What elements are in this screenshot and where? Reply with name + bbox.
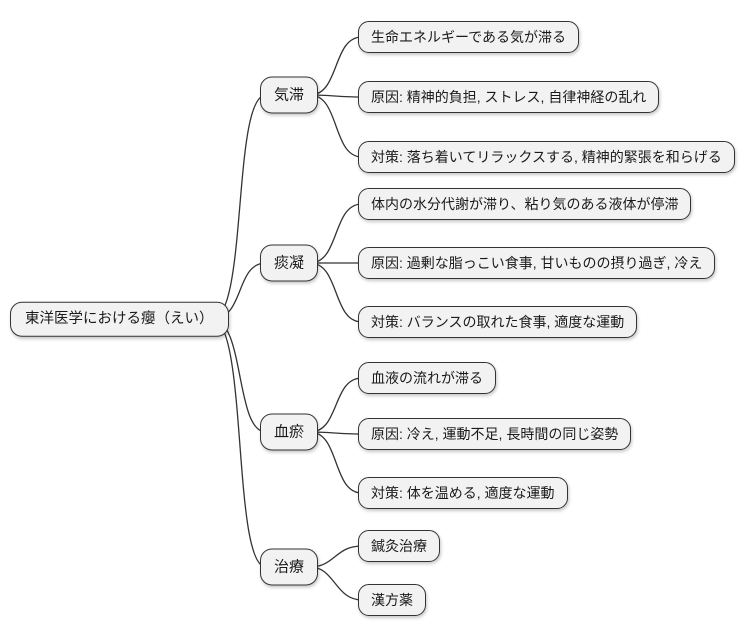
branch-node-chiryo: 治療: [260, 548, 319, 586]
leaf-node: 生命エネルギーである気が滞る: [358, 21, 580, 53]
root-node: 東洋医学における癭（えい）: [10, 301, 229, 337]
edge-tangyo-3: [309, 262, 363, 323]
leaf-node: 血液の流れが滞る: [358, 362, 496, 394]
leaf-node: 対策: バランスの取れた食事, 適度な運動: [358, 306, 638, 338]
edge-ketsuo-1: [309, 377, 363, 433]
edge-ketsuo-3: [309, 431, 363, 494]
leaf-node: 体内の水分代謝が滞り、粘り気のある液体が停滞: [358, 188, 692, 220]
edge-root-kitai: [211, 94, 267, 320]
leaf-node: 原因: 過剰な脂っこい食事, 甘いものの摂り過ぎ, 冷え: [358, 247, 716, 279]
branch-node-kitai: 気滞: [260, 76, 319, 114]
edge-root-chiryo: [211, 318, 267, 568]
leaf-node: 原因: 冷え, 運動不足, 長時間の同じ姿勢: [358, 418, 632, 450]
edge-tangyo-1: [309, 203, 363, 264]
branch-node-ketsuo: 血瘀: [260, 413, 319, 451]
edge-kitai-3: [309, 94, 363, 158]
leaf-node: 対策: 落ち着いてリラックスする, 精神的緊張を和らげる: [358, 141, 735, 173]
leaf-node: 対策: 体を温める, 適度な運動: [358, 477, 568, 509]
edge-kitai-1: [309, 36, 363, 96]
leaf-node: 原因: 精神的負担, ストレス, 自律神経の乱れ: [358, 81, 660, 113]
leaf-node: 漢方薬: [358, 584, 426, 616]
branch-node-tangyo: 痰凝: [260, 244, 319, 282]
leaf-node: 鍼灸治療: [358, 530, 440, 562]
